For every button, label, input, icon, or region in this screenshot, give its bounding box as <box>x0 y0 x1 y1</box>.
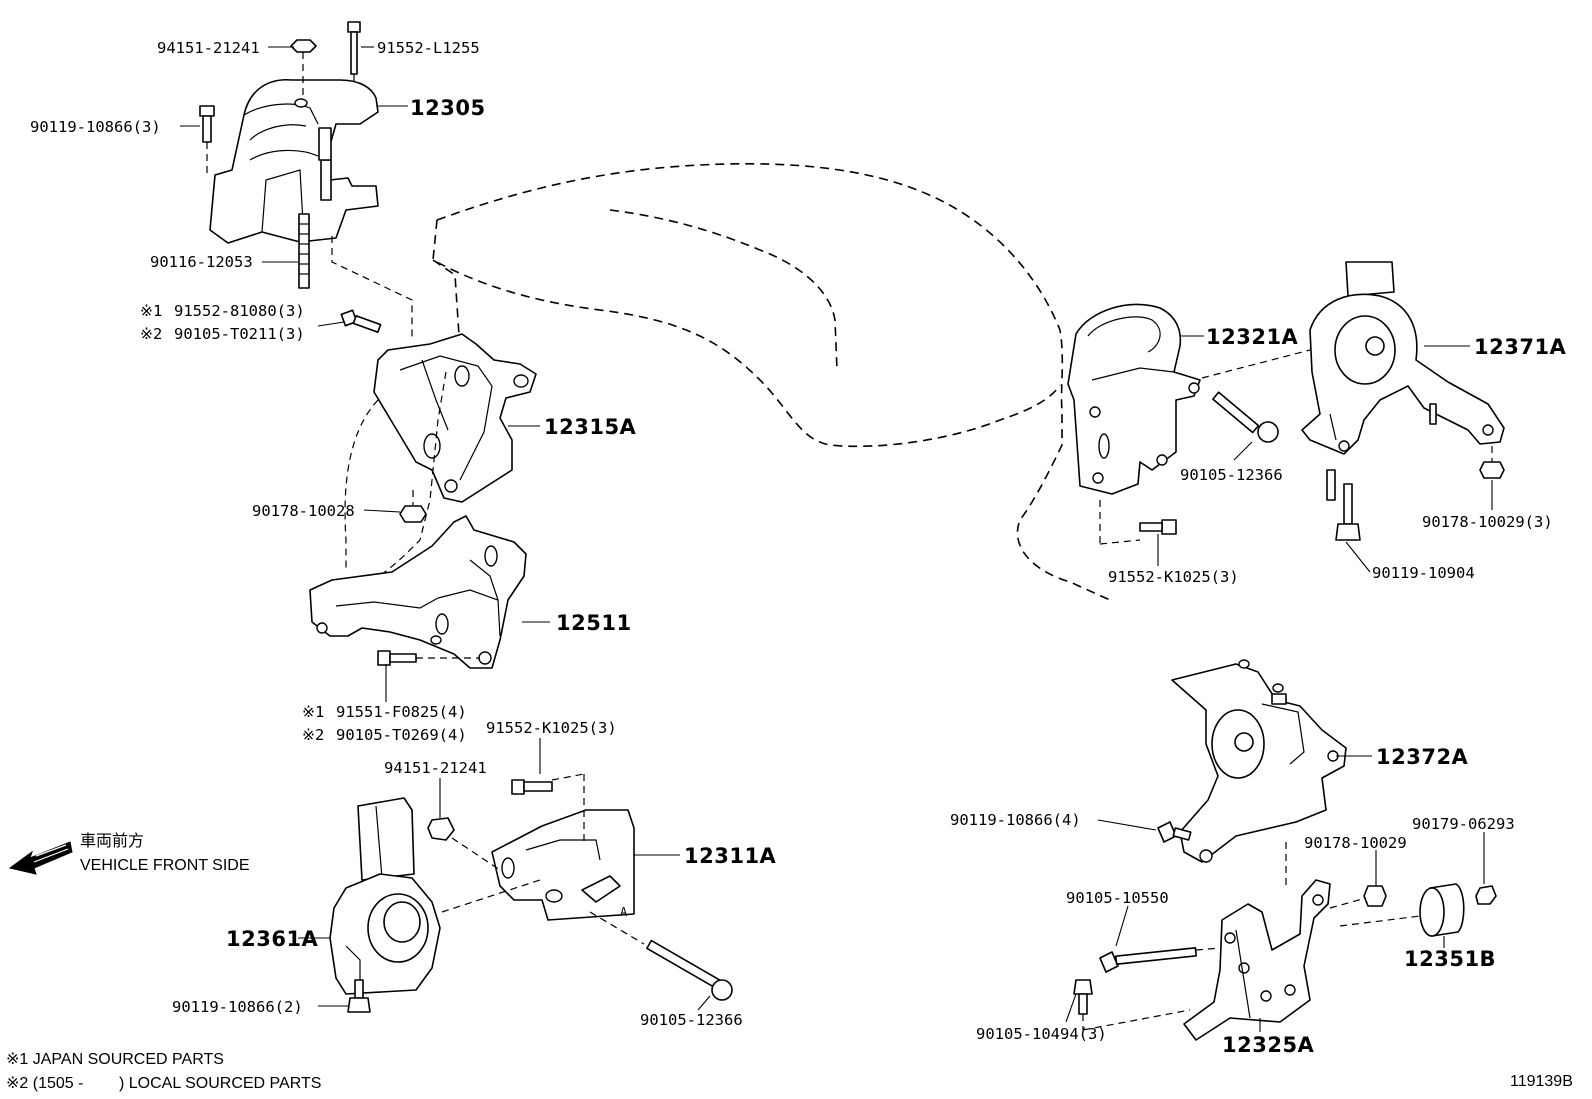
part-12351B-bushing <box>1339 883 1465 937</box>
part-12372A-mount <box>1171 659 1347 863</box>
annotations: 車両前方 VEHICLE FRONT SIDE ※1 JAPAN SOURCED… <box>6 832 1573 1092</box>
label-marker-2-a: ※2 <box>140 325 162 343</box>
label-12351B: 12351B <box>1404 947 1496 971</box>
bolt-icon <box>347 979 371 1013</box>
part-12315A-bracket <box>373 333 537 503</box>
vehicle-front-arrow-icon <box>8 841 73 875</box>
bolt-icon <box>1099 500 1177 545</box>
part-12321A-mount <box>1067 303 1201 495</box>
label-90105-12366-lower: 90105-12366 <box>640 1011 743 1029</box>
label-12372A: 12372A <box>1376 745 1469 769</box>
part-labels: 94151-21241 91552-L1255 12305 90119-1086… <box>30 39 1567 1057</box>
label-90105-10550: 90105-10550 <box>1066 889 1169 907</box>
label-91552-K1025-3-lower: 91552-K1025(3) <box>486 719 617 737</box>
label-90116-12053: 90116-12053 <box>150 253 253 271</box>
label-90105-T0211-3: 90105-T0211(3) <box>174 325 305 343</box>
label-94151-21241-top: 94151-21241 <box>157 39 260 57</box>
figure-id: 119139B <box>1510 1073 1573 1090</box>
label-90119-10866-4: 90119-10866(4) <box>950 811 1081 829</box>
bolt-icon <box>589 911 733 1001</box>
nut-icon <box>427 817 501 871</box>
label-12311A: 12311A <box>684 844 777 868</box>
label-91551-F0825-4: 91551-F0825(4) <box>336 703 467 721</box>
label-12361A: 12361A <box>226 927 319 951</box>
part-12325A-bracket <box>1183 879 1331 1041</box>
label-94151-21241-lower: 94151-21241 <box>384 759 487 777</box>
label-12305: 12305 <box>410 96 486 120</box>
label-91552-81080-3: 91552-81080(3) <box>174 302 305 320</box>
leader-lines <box>180 46 1493 1032</box>
label-90119-10866-3: 90119-10866(3) <box>30 118 161 136</box>
label-91552-K1025-3-right: 91552-K1025(3) <box>1108 568 1239 586</box>
label-12371A: 12371A <box>1474 335 1567 359</box>
label-12325A: 12325A <box>1222 1033 1315 1057</box>
label-90178-10029-3: 90178-10029(3) <box>1422 513 1553 531</box>
bolt-icon <box>1212 391 1279 443</box>
part-12311A-bracket: A <box>491 809 635 921</box>
nut-icon <box>290 39 317 96</box>
bolt-icon <box>377 650 480 666</box>
front-side-japanese: 車両前方 <box>80 832 144 850</box>
bolt-icon <box>1073 979 1191 1031</box>
svg-text:A: A <box>620 905 628 919</box>
bolt-icon <box>340 309 382 334</box>
label-12511: 12511 <box>556 611 632 635</box>
label-90105-10494-3: 90105-10494(3) <box>976 1025 1107 1043</box>
bolt-icon <box>1099 947 1221 973</box>
bolt-icon <box>1335 483 1361 541</box>
label-90105-12366-upper: 90105-12366 <box>1180 466 1283 484</box>
label-12315A: 12315A <box>544 415 637 439</box>
part-12305-mount <box>209 78 379 244</box>
label-90119-10904: 90119-10904 <box>1372 564 1475 582</box>
bolt-icon <box>199 105 215 175</box>
label-91552-L1255: 91552-L1255 <box>377 39 480 57</box>
footnote-2: ※2 (1505 - ) LOCAL SOURCED PARTS <box>6 1075 321 1092</box>
stud-icon <box>298 213 310 289</box>
label-90178-10028: 90178-10028 <box>252 502 355 520</box>
nut-icon <box>1329 885 1387 909</box>
nut-icon <box>1479 446 1505 479</box>
label-90178-10029: 90178-10029 <box>1304 834 1407 852</box>
bolt-icon <box>511 773 585 842</box>
engine-phantom-outline <box>432 163 1111 601</box>
part-12511-bracket <box>309 515 527 669</box>
label-90179-06293: 90179-06293 <box>1412 815 1515 833</box>
label-marker-2-b: ※2 <box>302 726 324 744</box>
label-marker-1-a: ※1 <box>140 302 162 320</box>
front-side-english: VEHICLE FRONT SIDE <box>80 857 250 874</box>
bolt-icon <box>347 21 361 86</box>
part-12361A-mount <box>329 797 541 995</box>
bolt-icon <box>1157 821 1192 843</box>
label-marker-1-b: ※1 <box>302 703 324 721</box>
label-12321A: 12321A <box>1206 325 1299 349</box>
nut-icon <box>399 490 427 523</box>
label-90105-T0269-4: 90105-T0269(4) <box>336 726 467 744</box>
part-12371A-mount <box>1301 261 1505 501</box>
footnote-1: ※1 JAPAN SOURCED PARTS <box>6 1051 224 1068</box>
label-90119-10866-2: 90119-10866(2) <box>172 998 303 1016</box>
nut-icon <box>1475 885 1497 905</box>
